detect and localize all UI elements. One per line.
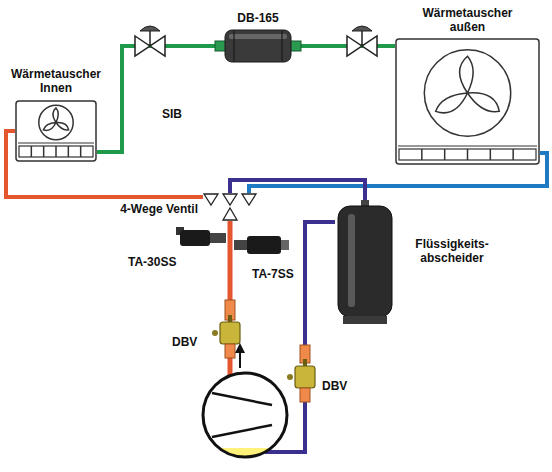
pressure-valve — [295, 366, 315, 388]
heat-exchanger-shape — [68, 146, 70, 157]
filter-drier-shape — [225, 30, 291, 62]
four-way-valve: 4-Wege Ventil — [203, 193, 257, 221]
heat-exchanger-shape — [467, 149, 469, 160]
sensor-label: TA-7SS — [252, 268, 294, 282]
pressure-valve — [300, 388, 310, 402]
four-way-valve-shape — [203, 193, 257, 221]
temperature-sensor — [176, 227, 226, 246]
pressure-valve — [303, 359, 307, 366]
flow-arrow — [235, 343, 245, 368]
heat-exchanger: Wärmetauscher Innen — [15, 100, 97, 162]
filter-drier-shape — [233, 31, 234, 61]
heat-exchanger-shape — [56, 122, 69, 130]
heat-exchanger: Wärmetauscher außen — [395, 38, 540, 165]
heat-exchanger-shape — [80, 146, 82, 157]
temperature-sensor — [180, 230, 210, 246]
heat-exchanger-shape — [43, 146, 45, 157]
four-way-valve-shape — [242, 194, 256, 205]
heat-exchanger-shape — [55, 146, 57, 157]
pressure-valve — [212, 300, 240, 358]
shutoff-valve — [361, 30, 363, 46]
heat-exchanger-shape — [490, 149, 492, 160]
flow-arrow — [235, 343, 245, 353]
heat-exchanger-shape — [421, 149, 423, 160]
pressure-valve — [212, 330, 218, 336]
shutoff-valve — [149, 30, 151, 46]
heat-exchanger-shape — [436, 93, 468, 113]
heat-exchanger-shape — [468, 93, 500, 112]
shutoff-valve — [347, 26, 377, 56]
shutoff-valve — [140, 26, 160, 31]
pressure-valve — [228, 315, 232, 322]
pressure-valve — [287, 345, 315, 402]
filter-drier-shape — [215, 41, 226, 51]
filter-drier-shape — [215, 27, 301, 65]
four-way-valve-shape — [223, 194, 237, 205]
refrigerant-pipe — [97, 46, 215, 152]
heat-exchanger-shape — [424, 50, 510, 136]
temperature-sensor — [281, 240, 289, 250]
temperature-sensor — [234, 236, 289, 254]
filter-drier-shape — [290, 41, 301, 51]
accumulator: Flüssigkeits- abscheider — [335, 200, 395, 325]
heat-exchanger-shape — [396, 39, 539, 164]
system-label: SIB — [162, 108, 182, 122]
compressor-symbol — [203, 373, 287, 457]
heat-exchanger-shape — [19, 146, 93, 157]
component-label: 4-Wege Ventil — [120, 203, 198, 217]
pressure-valve — [287, 374, 293, 380]
component-label: Flüssigkeits- abscheider — [407, 238, 497, 266]
filter-drier: DB-165 — [215, 27, 301, 65]
valve-label: DBV — [322, 380, 347, 394]
component-label: Wärmetauscher Innen — [6, 68, 106, 96]
component-label: DB-165 — [215, 12, 301, 26]
heat-exchanger-shape — [16, 101, 96, 161]
temperature-sensor — [247, 236, 281, 254]
accumulator-shape — [335, 200, 395, 325]
heat-exchanger-shape — [444, 149, 446, 160]
filter-drier-shape — [281, 31, 282, 61]
component-label: Wärmetauscher außen — [412, 7, 524, 35]
valve-label: DBV — [172, 336, 197, 350]
four-way-valve-shape — [223, 208, 237, 220]
filter-drier-shape — [229, 34, 287, 39]
heat-exchanger-shape — [460, 56, 474, 93]
accumulator-shape — [343, 316, 387, 324]
heat-exchanger-shape — [399, 149, 536, 160]
sensor-label: TA-30SS — [128, 256, 176, 270]
shutoff-valve — [352, 26, 372, 31]
shutoff-valve — [135, 26, 165, 56]
pressure-valve — [225, 344, 235, 358]
compressor-symbol — [212, 425, 272, 437]
heat-exchanger-shape — [15, 100, 97, 162]
accumulator-shape — [338, 206, 392, 317]
heat-exchanger-shape — [18, 143, 94, 144]
compressor-symbol — [203, 373, 287, 457]
compressor-symbol — [203, 373, 287, 457]
temperature-sensor — [210, 233, 226, 243]
heat-exchanger-shape — [39, 105, 73, 139]
four-way-valve-shape — [204, 194, 218, 205]
pressure-valve — [220, 322, 240, 344]
heat-exchanger-shape — [31, 146, 33, 157]
heat-exchanger-shape — [512, 149, 514, 160]
heat-exchanger-shape — [53, 108, 58, 123]
heat-exchanger-shape — [398, 146, 537, 147]
temperature-sensor — [234, 240, 248, 250]
compressor-symbol — [212, 393, 272, 405]
heat-exchanger-shape — [43, 123, 56, 131]
heat-exchanger-shape — [395, 38, 540, 165]
accumulator-shape — [348, 214, 355, 307]
